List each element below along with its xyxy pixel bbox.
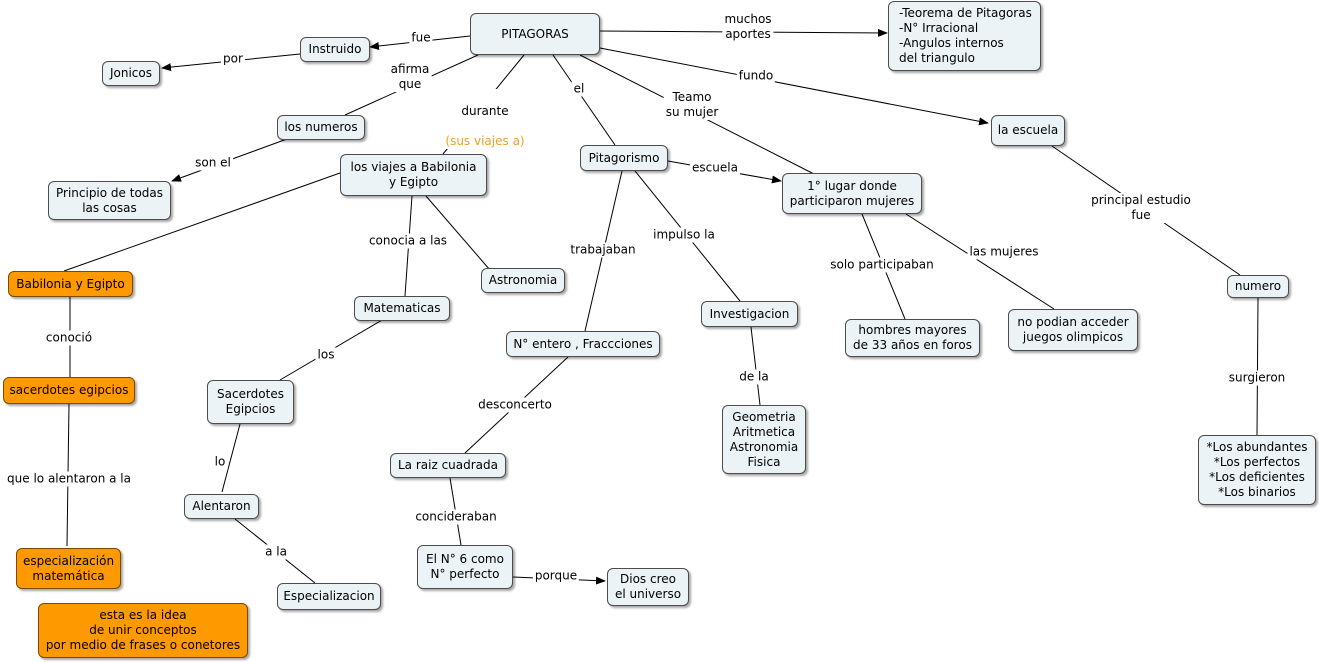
node-n-entero[interactable]: N° entero , Fraccciones <box>506 331 660 357</box>
link-label-por: por <box>221 51 245 67</box>
link-label-trabajaban: trabajaban <box>568 242 638 258</box>
node-especializacion[interactable]: Especializacion <box>277 583 381 610</box>
link-label-el: el <box>571 81 587 97</box>
node-jonicos[interactable]: Jonicos <box>102 61 160 86</box>
node-hombres[interactable]: hombres mayores de 33 años en foros <box>845 319 980 357</box>
link-de-la <box>750 326 761 406</box>
link-label-durante: durante (sus viajes a) <box>443 89 527 149</box>
node-aportes[interactable]: -Teorema de Pitagoras -N° Irracional -An… <box>888 1 1041 71</box>
link-lo <box>221 423 241 493</box>
node-sacerdotes[interactable]: Sacerdotes Egipcios <box>207 380 294 424</box>
link-label-teamo: Teamo su mujer <box>663 90 721 120</box>
node-pitagorismo[interactable]: Pitagorismo <box>580 145 668 171</box>
link-label-concideraban: concideraban <box>413 509 499 525</box>
link-label-lo: lo <box>212 454 228 470</box>
node-principio[interactable]: Principio de todas las cosas <box>48 181 171 220</box>
node-n6[interactable]: El N° 6 como N° perfecto <box>417 545 513 589</box>
node-primer-lugar[interactable]: 1° lugar donde participaron mujeres <box>782 173 922 214</box>
link-label-principal: principal estudio fue <box>1089 193 1193 223</box>
link-label-que-lo: que lo alentaron a la <box>5 471 133 487</box>
link-fundo <box>599 47 989 126</box>
link-label-los: los <box>315 347 337 363</box>
link-conocia-ast <box>425 195 491 271</box>
link-label-muchos-aportes: muchos aportes <box>722 12 774 42</box>
link-el <box>552 54 616 146</box>
link-label-surgieron: surgieron <box>1226 370 1288 386</box>
link-las-mujeres <box>905 213 1055 310</box>
node-abundantes[interactable]: *Los abundantes *Los perfectos *Los defi… <box>1198 435 1316 505</box>
link-label-conocio: conoció <box>43 330 95 346</box>
node-los-numeros[interactable]: los numeros <box>277 115 365 140</box>
link-label-a-la: a la <box>263 544 289 560</box>
link-label-impulso: impulso la <box>651 227 717 243</box>
node-matematicas[interactable]: Matematicas <box>354 296 450 321</box>
link-label-porque: porque <box>532 568 580 584</box>
node-numero[interactable]: numero <box>1227 275 1289 298</box>
node-la-escuela[interactable]: la escuela <box>991 115 1065 146</box>
link-label-son-el: son el <box>193 155 233 171</box>
node-astronomia[interactable]: Astronomia <box>481 268 565 293</box>
node-sacerdotes-egipcios-orange[interactable]: sacerdotes egipcios <box>3 377 135 404</box>
node-viajes[interactable]: los viajes a Babilonia y Egipto <box>340 154 487 196</box>
node-investigacion[interactable]: Investigacion <box>701 301 798 327</box>
node-raiz[interactable]: La raiz cuadrada <box>390 453 506 478</box>
link-label-fue: fue <box>409 30 433 46</box>
node-idea[interactable]: esta es la idea de unir conceptos por me… <box>38 603 248 658</box>
link-label-afirma-que: afirma que <box>388 62 432 92</box>
node-babilonia[interactable]: Babilonia y Egipto <box>8 271 133 297</box>
link-babilonia <box>63 172 341 272</box>
durante-sub-text: (sus viajes a) <box>445 134 525 148</box>
link-label-escuela: escuela <box>690 160 740 176</box>
link-label-las-mujeres: las mujeres <box>967 244 1041 260</box>
node-geometria[interactable]: Geometria Aritmetica Astronomia Fisica <box>722 405 806 474</box>
node-pitagoras[interactable]: PITAGORAS <box>470 13 600 55</box>
node-no-podian[interactable]: no podian acceder juegos olimpicos <box>1008 309 1138 351</box>
link-label-conocia: conocia a las <box>366 233 450 249</box>
link-label-fundo: fundo <box>736 68 776 84</box>
link-label-desconcerto: desconcerto <box>476 397 554 413</box>
link-label-de-la: de la <box>737 369 771 385</box>
node-instruido[interactable]: Instruido <box>300 37 370 62</box>
node-especializacion-orange[interactable]: especialización matemática <box>16 548 121 589</box>
link-surgieron <box>1256 297 1259 436</box>
durante-text: durante <box>461 104 509 118</box>
link-label-solo: solo participaban <box>828 257 936 273</box>
node-alentaron[interactable]: Alentaron <box>184 494 259 519</box>
node-dios[interactable]: Dios creo el universo <box>607 568 689 606</box>
